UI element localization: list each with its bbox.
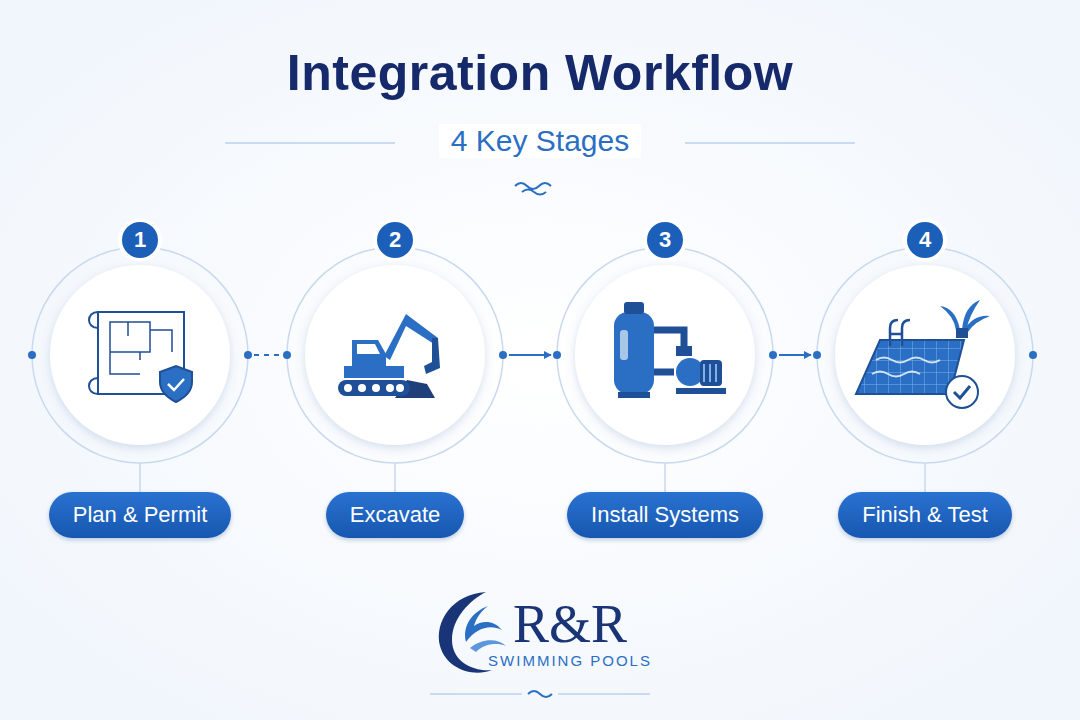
flow-connector — [509, 354, 551, 356]
stage-label: Excavate — [326, 492, 465, 538]
flow-connector — [254, 354, 281, 356]
stem-line — [924, 463, 926, 494]
stage-label: Finish & Test — [838, 492, 1012, 538]
stage-node: 1Plan & Permit — [32, 222, 248, 538]
stem-line — [664, 463, 666, 494]
outer-ring — [32, 247, 248, 463]
title-block: Integration Workflow — [0, 44, 1080, 102]
diagram-title: Integration Workflow — [287, 44, 793, 102]
ring-dot — [283, 351, 291, 359]
logo-name: R&R — [513, 596, 627, 652]
excavator-icon — [338, 314, 440, 398]
outer-ring — [817, 247, 1033, 463]
stem-line — [394, 463, 396, 494]
pool-icon — [856, 300, 990, 408]
ring-dot — [244, 351, 252, 359]
ring-dot — [813, 351, 821, 359]
stage-node: 2Excavate — [287, 222, 503, 538]
step-number: 3 — [647, 222, 683, 258]
stage-circle — [575, 265, 755, 445]
flow-connector — [779, 354, 811, 356]
ring-dot — [1029, 351, 1037, 359]
wave-ornament — [515, 183, 551, 195]
rule-line — [685, 142, 855, 144]
stem-line — [139, 463, 141, 494]
blueprint-icon — [89, 312, 192, 402]
filter-pump-icon — [614, 302, 726, 398]
rule-line — [225, 142, 395, 144]
stage-label: Plan & Permit — [49, 492, 232, 538]
stage-node: 3Install Systems — [557, 222, 773, 538]
ring-dot — [499, 351, 507, 359]
outer-ring — [287, 247, 503, 463]
outer-ring — [557, 247, 773, 463]
step-number: 2 — [377, 222, 413, 258]
subtitle: 4 Key Stages — [439, 124, 641, 158]
wave-ornament — [528, 691, 552, 697]
step-number: 1 — [122, 222, 158, 258]
label-wrap: 4 Key Stages — [0, 124, 1080, 158]
stage-label: Install Systems — [567, 492, 763, 538]
ring-dot — [553, 351, 561, 359]
step-number: 4 — [907, 222, 943, 258]
stage-circle — [305, 265, 485, 445]
stage-circle — [835, 265, 1015, 445]
stage-circle — [50, 265, 230, 445]
label-wrap: R&R — [440, 596, 700, 652]
stage-node: 4Finish & Test — [817, 222, 1033, 538]
ring-dot — [769, 351, 777, 359]
ring-dot — [28, 351, 36, 359]
label-wrap: SWIMMING POOLS — [440, 652, 700, 670]
stage-rings — [28, 247, 1037, 494]
logo-tagline: SWIMMING POOLS — [488, 652, 652, 670]
